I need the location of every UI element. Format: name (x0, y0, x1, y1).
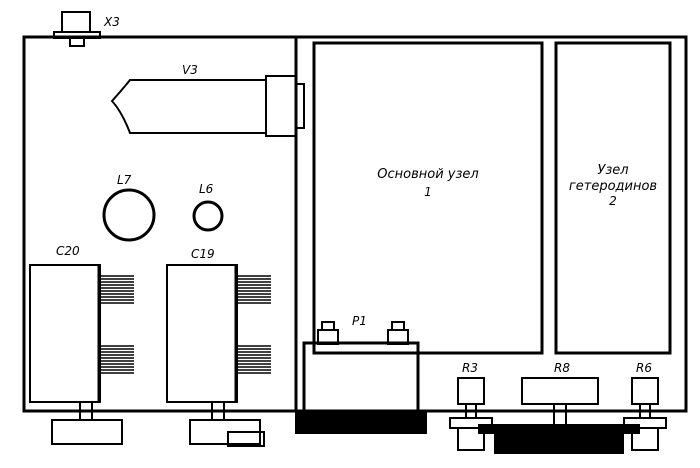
c20-fins-top (100, 275, 134, 304)
terminal-strip (478, 424, 640, 454)
coil-l6: L6 (192, 182, 224, 232)
relay-p1: P1 (295, 314, 427, 434)
resistor-r3: R3 (449, 361, 493, 451)
c20-fins-bottom (100, 345, 134, 374)
label-c20: C20 (56, 244, 80, 258)
heterodyne-number: 2 (609, 194, 617, 208)
label-c19: C19 (191, 247, 215, 261)
label-r3: R3 (462, 361, 478, 375)
label-r6: R6 (636, 361, 652, 375)
capacitor-c19: C19 (166, 247, 271, 447)
label-r8: R8 (554, 361, 570, 375)
heterodyne-unit-block: Узел гетеродинов 2 (554, 41, 672, 355)
coil-l7: L7 (102, 173, 156, 242)
label-l7: L7 (117, 173, 132, 187)
heterodyne-title-line2: гетеродинов (569, 179, 657, 194)
capacitor-c20: C20 (29, 244, 134, 445)
main-unit-title: Основной узел (377, 167, 478, 182)
c19-fins-bottom (237, 345, 271, 374)
heterodyne-title-line1: Узел (597, 163, 628, 178)
main-unit-number: 1 (424, 185, 432, 199)
label-p1: P1 (352, 314, 367, 328)
main-unit-block: Основной узел 1 (312, 41, 544, 355)
c19-fins-top (237, 275, 271, 304)
resistor-r8: R8 (521, 361, 599, 424)
resistor-r6: R6 (623, 361, 667, 451)
connector-x3: X3 (53, 11, 120, 47)
tube-v3: V3 (110, 63, 305, 137)
label-x3: X3 (103, 15, 120, 29)
label-l6: L6 (199, 182, 214, 196)
label-v3: V3 (182, 63, 198, 77)
